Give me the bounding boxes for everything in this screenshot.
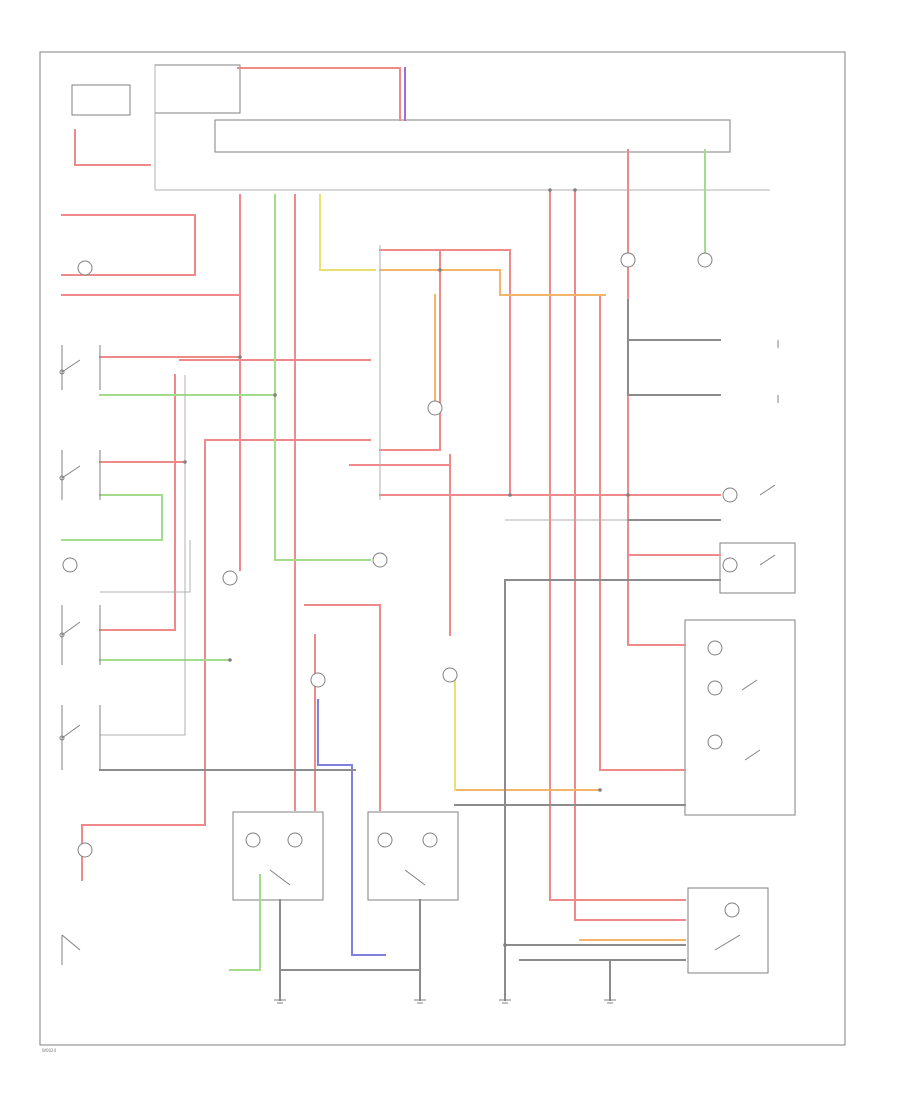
lamp-icon (442, 667, 458, 683)
ground-icon (414, 999, 426, 1004)
lamp-icon (707, 640, 723, 656)
hot-in-run-fuse-box (154, 64, 241, 114)
lamp-icon (245, 832, 261, 848)
ground-icon (604, 999, 616, 1004)
switch-icon (59, 450, 101, 500)
yellow-wires (319, 194, 456, 791)
lamp-icon (422, 832, 438, 848)
connectors (183, 188, 630, 947)
switch-icon (759, 554, 776, 566)
switch-icon (744, 749, 761, 761)
switch-icon (269, 869, 291, 886)
ground-icon (499, 999, 511, 1004)
door-switches (59, 345, 101, 965)
lamp-icon (724, 902, 740, 918)
lamp-icon (722, 557, 738, 573)
right-visor-module (719, 542, 796, 594)
blue-wire (317, 699, 386, 956)
right-rear-reading-lamp-box (367, 811, 459, 901)
connector-icon (626, 493, 630, 497)
switch-icon (759, 484, 776, 496)
switch-icon (61, 934, 81, 965)
lamp-icon (372, 552, 388, 568)
lamp-icon (620, 252, 636, 268)
red-wires (61, 67, 721, 921)
diagram-frame (39, 51, 846, 1046)
switch-icon (741, 679, 758, 691)
connector-icon (573, 188, 577, 192)
overhead-console-module (684, 619, 796, 816)
lamp-icon (77, 260, 93, 276)
lamp-icon (707, 680, 723, 696)
lamp-icon (707, 734, 723, 750)
connector-icon (503, 943, 507, 947)
lamp-icon (287, 832, 303, 848)
connector-icon (238, 355, 242, 359)
hot-at-all-times-fuse-box (71, 84, 131, 116)
connector-icon (598, 788, 602, 792)
left-door-lock-module (687, 887, 769, 974)
connector-icon (438, 268, 442, 272)
ground-icon (274, 999, 286, 1004)
lamp-icon (427, 400, 443, 416)
figure-code: W0024 (42, 1048, 57, 1053)
module-switches (269, 484, 776, 951)
connector-icon (548, 188, 552, 192)
left-rear-reading-lamp-box (232, 811, 324, 901)
lamp-icon (722, 487, 738, 503)
lamp-icon (62, 557, 78, 573)
connector-icon (228, 658, 232, 662)
lamp-icon (310, 672, 326, 688)
green-wires (61, 149, 706, 971)
lamps (62, 252, 740, 918)
lamp-icon (77, 842, 93, 858)
lamp-icon (222, 570, 238, 586)
thin-gray-wires (100, 245, 628, 736)
ground-wires (99, 299, 721, 1001)
switch-icon (404, 869, 426, 886)
connector-icon (273, 393, 277, 397)
connector-icon (508, 493, 512, 497)
switch-icon (714, 934, 741, 951)
switch-icon (59, 345, 101, 390)
lamp-icon (377, 832, 393, 848)
connector-icon (183, 460, 187, 464)
switch-icon (59, 705, 101, 770)
instrument-panel-junction-block (214, 119, 731, 153)
switch-icon (59, 605, 101, 665)
lamp-icon (697, 252, 713, 268)
grounds (274, 340, 779, 1004)
